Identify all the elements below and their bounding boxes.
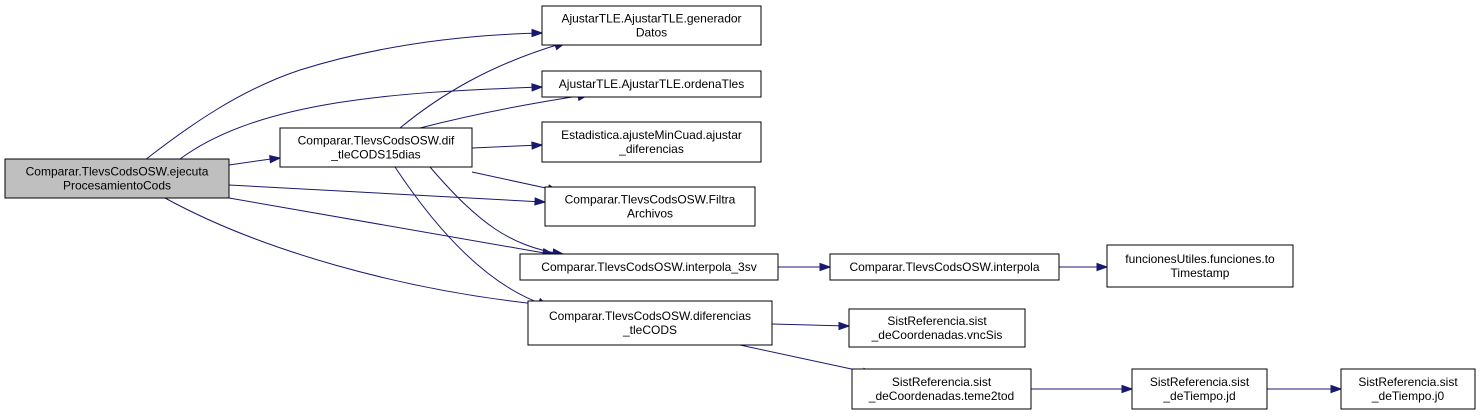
edge-n0-n2 bbox=[179, 83, 544, 160]
edge-n0-n5 bbox=[228, 184, 547, 206]
function-node[interactable]: SistReferencia.sist_deTiempo.jd bbox=[1131, 368, 1268, 410]
function-node[interactable]: AjustarTLE.AjustarTLE.ordenaTles bbox=[541, 70, 762, 98]
function-node[interactable]: SistReferencia.sist_deCoordenadas.teme2t… bbox=[851, 368, 1032, 410]
edge-n11-n12 bbox=[1031, 384, 1134, 394]
node-label-line: _deTiempo.j0 bbox=[1371, 389, 1445, 403]
node-label-line: Estadistica.ajusteMinCuad.ajustar bbox=[561, 128, 742, 142]
edge-arrowhead bbox=[819, 262, 832, 272]
node-label-line: _diferencias bbox=[618, 142, 684, 156]
node-label-line: Comparar.TlevsCodsOSW.dif bbox=[298, 134, 455, 148]
edge-line bbox=[419, 94, 586, 129]
edge-line bbox=[429, 166, 561, 255]
edge-arrowhead bbox=[531, 141, 544, 150]
node-box bbox=[829, 253, 1060, 281]
function-node[interactable]: Comparar.TlevsCodsOSW.diferencias_tleCOD… bbox=[527, 300, 773, 346]
edge-arrowhead bbox=[269, 154, 282, 164]
edge-arrowhead bbox=[534, 197, 547, 206]
node-label-line: ProcesamientoCods bbox=[63, 179, 171, 193]
edge-arrowhead bbox=[1121, 384, 1134, 394]
node-label-line: Comparar.TlevsCodsOSW.interpola_3sv bbox=[541, 260, 756, 274]
node-box bbox=[541, 70, 762, 98]
function-node[interactable]: SistReferencia.sist_deTiempo.j0 bbox=[1340, 368, 1476, 410]
node-box bbox=[527, 300, 773, 346]
node-label-line: funcionesUtiles.funciones.to bbox=[1125, 252, 1275, 266]
edge-line bbox=[228, 184, 544, 203]
function-node[interactable]: Comparar.TlevsCodsOSW.dif_tleCODS15dias bbox=[279, 127, 473, 168]
edge-line bbox=[228, 197, 551, 255]
node-label-line: SistReferencia.sist bbox=[892, 375, 992, 389]
function-node[interactable]: Comparar.TlevsCodsOSW.interpola_3sv bbox=[519, 253, 779, 281]
edge-arrowhead bbox=[1096, 262, 1109, 272]
node-label-line: AjustarTLE.AjustarTLE.generador bbox=[561, 12, 741, 26]
function-node[interactable]: SistReferencia.sist_deCoordenadas.vncSis bbox=[848, 308, 1026, 348]
node-label-line: AjustarTLE.AjustarTLE.ordenaTles bbox=[559, 77, 744, 91]
edge-line bbox=[179, 86, 541, 160]
node-box bbox=[4, 158, 230, 199]
edge-arrowhead bbox=[1330, 384, 1343, 394]
edge-line bbox=[771, 323, 848, 327]
edge-line bbox=[739, 344, 871, 374]
node-label-line: Comparar.TlevsCodsOSW.diferencias bbox=[549, 309, 751, 323]
node-label-line: SistReferencia.sist bbox=[1358, 375, 1458, 389]
node-label-line: _deCoordenadas.vncSis bbox=[871, 328, 1003, 342]
edge-n0-n9 bbox=[164, 197, 550, 310]
node-label-line: _tleCODS bbox=[622, 323, 677, 337]
edge-line bbox=[164, 197, 546, 306]
nodes-layer: Comparar.TlevsCodsOSW.ejecutaProcesamien… bbox=[4, 5, 1476, 410]
edge-n3-n4 bbox=[471, 141, 544, 150]
function-node[interactable]: Estadistica.ajusteMinCuad.ajustar_difere… bbox=[541, 121, 762, 163]
node-box bbox=[1106, 244, 1294, 288]
node-label-line: _deCoordenadas.teme2tod bbox=[868, 389, 1014, 403]
edge-line bbox=[471, 171, 556, 191]
edge-arrowhead bbox=[531, 83, 544, 92]
edge-n7-n8 bbox=[1059, 262, 1109, 272]
node-label-line: Comparar.TlevsCodsOSW.Filtra bbox=[565, 193, 736, 207]
edge-line bbox=[144, 32, 541, 161]
node-box bbox=[1340, 368, 1476, 410]
node-box bbox=[848, 308, 1026, 348]
node-label-line: Timestamp bbox=[1171, 266, 1230, 280]
node-label-line: Datos bbox=[636, 26, 667, 40]
node-label-line: Archivos bbox=[627, 207, 673, 221]
node-label-line: SistReferencia.sist bbox=[887, 314, 987, 328]
node-box bbox=[279, 127, 473, 168]
edge-n3-n6 bbox=[429, 166, 565, 257]
edge-line bbox=[394, 166, 546, 306]
root-node[interactable]: Comparar.TlevsCodsOSW.ejecutaProcesamien… bbox=[4, 158, 230, 199]
edge-arrowhead bbox=[531, 28, 544, 38]
node-label-line: _tleCODS15dias bbox=[330, 148, 420, 162]
edge-n12-n13 bbox=[1267, 384, 1343, 394]
edge-n3-n1 bbox=[399, 42, 567, 129]
node-box bbox=[541, 121, 762, 163]
edge-line bbox=[471, 144, 541, 149]
edge-n0-n3 bbox=[228, 154, 282, 166]
edge-n6-n7 bbox=[778, 262, 832, 272]
edge-line bbox=[399, 43, 561, 129]
node-box bbox=[1131, 368, 1268, 410]
node-box bbox=[519, 253, 779, 281]
node-box bbox=[544, 186, 756, 227]
node-label-line: Comparar.TlevsCodsOSW.interpola bbox=[849, 260, 1039, 274]
edge-n0-n1 bbox=[144, 28, 544, 161]
node-label-line: SistReferencia.sist bbox=[1150, 375, 1250, 389]
edge-arrowhead bbox=[838, 321, 851, 331]
edge-n9-n10 bbox=[771, 321, 851, 331]
node-label-line: _deTiempo.jd bbox=[1162, 389, 1235, 403]
node-box bbox=[851, 368, 1032, 410]
function-node[interactable]: Comparar.TlevsCodsOSW.interpola bbox=[829, 253, 1060, 281]
node-label-line: Comparar.TlevsCodsOSW.ejecuta bbox=[26, 165, 209, 179]
node-box bbox=[541, 5, 762, 46]
